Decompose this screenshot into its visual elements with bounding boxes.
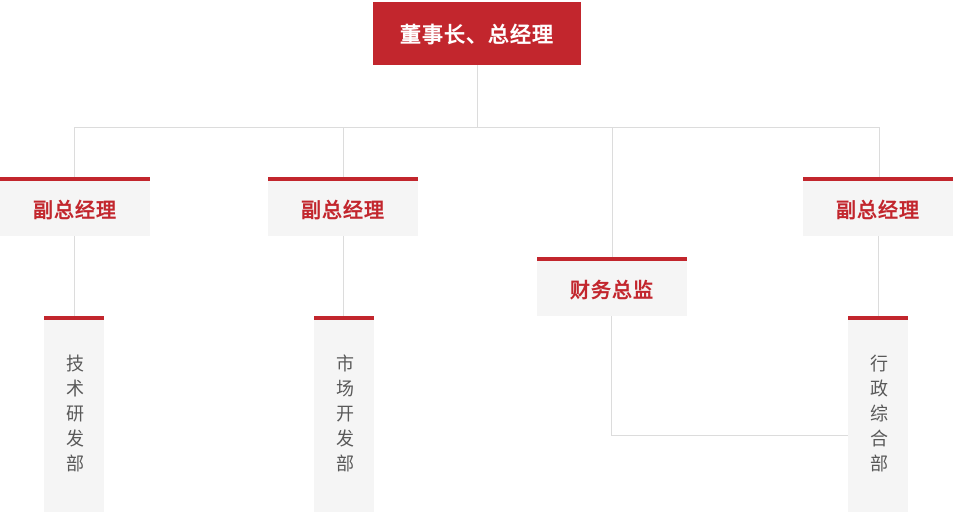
connector-vp-left-dept <box>74 236 75 316</box>
node-vp-right-label: 副总经理 <box>836 200 920 222</box>
connector-drop-vp-left <box>74 127 75 177</box>
connector-main-rail <box>74 127 880 128</box>
node-dept-tech-rd: 技术研发部 <box>44 316 104 512</box>
connector-drop-vp-middle <box>343 127 344 177</box>
connector-drop-cfo <box>612 127 613 257</box>
node-chairman-general-manager: 董事长、总经理 <box>373 2 581 65</box>
node-vp-left: 副总经理 <box>0 177 150 236</box>
node-cfo: 财务总监 <box>537 257 687 316</box>
node-dept-market-dev-label: 市场开发部 <box>334 353 354 479</box>
node-chairman-general-manager-label: 董事长、总经理 <box>400 23 554 47</box>
connector-cfo-to-admin <box>611 435 848 436</box>
connector-vp-right-dept <box>878 236 879 316</box>
node-dept-admin: 行政综合部 <box>848 316 908 512</box>
connector-root-down <box>477 65 478 127</box>
node-vp-left-label: 副总经理 <box>33 200 117 222</box>
node-dept-admin-label: 行政综合部 <box>868 353 888 479</box>
node-dept-market-dev: 市场开发部 <box>314 316 374 512</box>
connector-vp-middle-dept <box>343 236 344 316</box>
node-cfo-label: 财务总监 <box>570 280 654 302</box>
connector-drop-vp-right <box>879 127 880 177</box>
node-dept-tech-rd-label: 技术研发部 <box>64 353 84 479</box>
node-vp-right: 副总经理 <box>803 177 953 236</box>
node-vp-middle: 副总经理 <box>268 177 418 236</box>
node-vp-middle-label: 副总经理 <box>301 200 385 222</box>
connector-cfo-down <box>611 316 612 435</box>
